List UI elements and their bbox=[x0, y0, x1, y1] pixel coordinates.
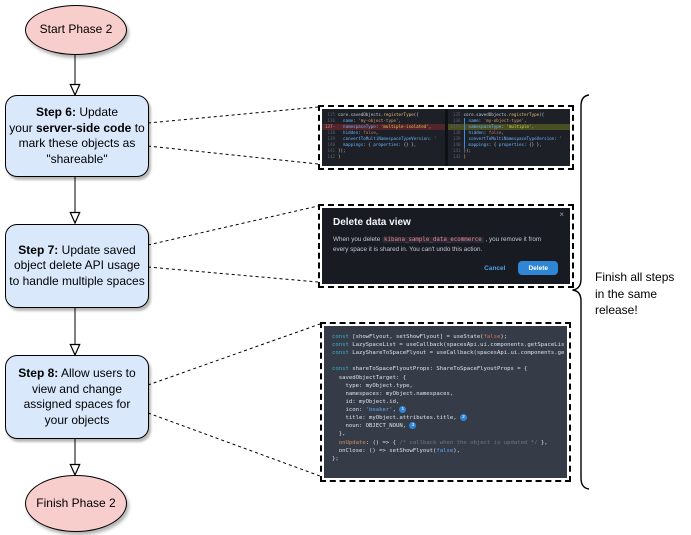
modal-body-text: When you delete kibana_sample_data_ecomm… bbox=[333, 236, 542, 253]
start-label: Start Phase 2 bbox=[39, 22, 113, 37]
curly-brace bbox=[572, 94, 590, 490]
code-screenshot: const [showFlyout, setShowFlyout] = useS… bbox=[324, 326, 567, 478]
delete-modal-frame: Delete data view × When you delete kiban… bbox=[318, 204, 574, 288]
modal-title: Delete data view bbox=[333, 217, 411, 228]
code-screenshot-frame: const [showFlyout, setShowFlyout] = useS… bbox=[320, 322, 571, 482]
finish-label: Finish Phase 2 bbox=[36, 495, 116, 510]
start-node: Start Phase 2 bbox=[25, 5, 127, 55]
close-icon[interactable]: × bbox=[559, 210, 564, 219]
cancel-button[interactable]: Cancel bbox=[484, 264, 506, 272]
modal-actions: Cancel Delete bbox=[484, 261, 558, 275]
delete-modal-screenshot: Delete data view × When you delete kiban… bbox=[322, 208, 570, 284]
zoom-connectors bbox=[147, 106, 321, 477]
delete-button[interactable]: Delete bbox=[518, 261, 558, 275]
finish-node: Finish Phase 2 bbox=[25, 475, 127, 532]
